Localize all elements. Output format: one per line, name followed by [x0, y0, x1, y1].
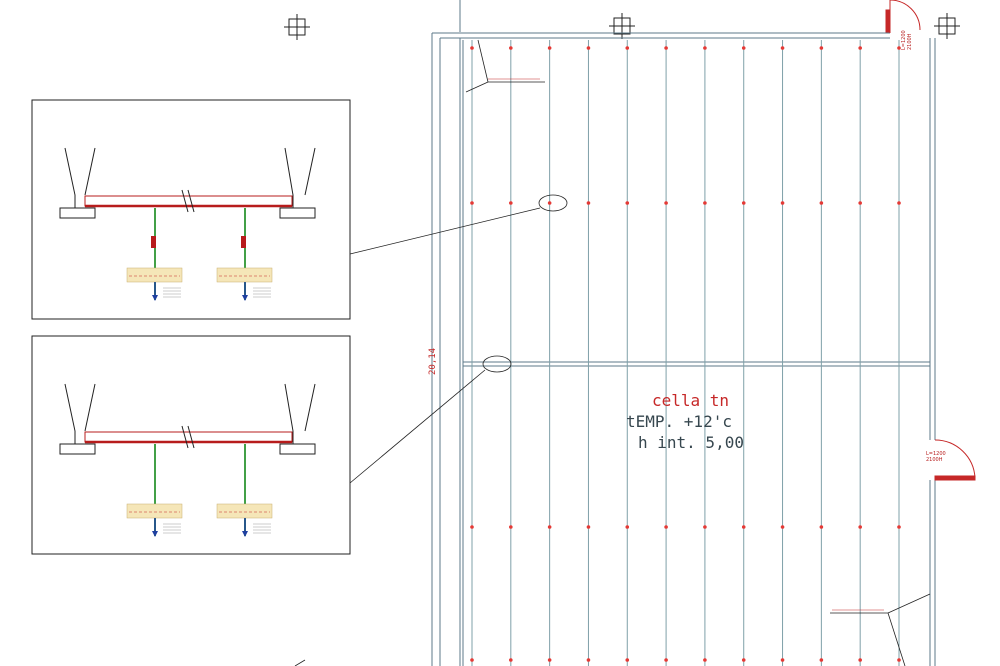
hanger-dot	[819, 525, 824, 529]
hanger-dot	[780, 658, 785, 662]
hanger-clamp	[241, 236, 246, 248]
hanger-dot	[741, 201, 746, 205]
hanger-dot	[586, 46, 591, 50]
hanger-dot	[509, 201, 513, 205]
hanger-dot	[664, 46, 668, 50]
hanger-points	[470, 46, 901, 662]
hanger-dot	[703, 525, 707, 529]
hanger-bracket	[216, 503, 273, 519]
door-top-right-size: L=1200	[901, 30, 907, 50]
hanger-dot	[858, 525, 862, 529]
break-mark	[181, 189, 195, 213]
door-right	[934, 439, 976, 481]
hanger-dot	[586, 658, 591, 662]
column-marker-3	[934, 13, 960, 39]
hanger-dot	[703, 658, 707, 662]
footing-left	[59, 207, 96, 219]
break-mark	[181, 425, 195, 449]
hanger-dot	[509, 525, 513, 529]
hanger-dot	[819, 658, 824, 662]
hanger-dot	[897, 46, 901, 50]
hanger-dot	[547, 46, 552, 50]
hanger-dot	[819, 201, 824, 205]
hanger-dot	[509, 658, 513, 662]
door-right-size: L=1200	[926, 451, 946, 457]
wall-left	[64, 383, 96, 444]
dimension-height: 20,14	[428, 348, 438, 375]
hanger-dot	[780, 46, 785, 50]
hanger-dot	[470, 525, 474, 529]
hanger-dot	[741, 46, 746, 50]
hanger-dot	[625, 658, 630, 662]
leader-note-top	[465, 39, 545, 93]
hanger-dot	[509, 46, 513, 50]
hanger-dot	[741, 658, 746, 662]
hanger-dot	[858, 201, 862, 205]
callout-leader-lower	[349, 369, 486, 484]
hanger-dot	[625, 46, 630, 50]
hanger-dot	[819, 46, 824, 50]
room-height: h int. 5,00	[638, 433, 744, 452]
leader-note-text-scribbles	[488, 78, 884, 611]
hanger-dot	[625, 201, 630, 205]
load-arrowhead	[152, 531, 158, 537]
callout-ellipse-upper	[538, 194, 568, 212]
hanger-dot	[664, 658, 668, 662]
detail-box-lower	[31, 335, 351, 555]
hanger-bracket	[126, 503, 183, 519]
load-arrowhead	[242, 295, 248, 301]
detail-box-upper	[31, 99, 351, 320]
door-right-height: 2100H	[926, 457, 943, 463]
load-arrowhead	[242, 531, 248, 537]
room-name: cella tn	[652, 391, 729, 410]
hanger-dot	[897, 658, 901, 662]
hanger-dot	[664, 525, 668, 529]
hanger-dot	[586, 201, 591, 205]
footing-left	[59, 443, 96, 455]
footing-right	[279, 443, 316, 455]
hanger-dot	[897, 201, 901, 205]
bottom-marker	[294, 659, 306, 666]
hanger-dot	[547, 525, 552, 529]
hanger-dot	[858, 46, 862, 50]
hanger-dot	[547, 201, 552, 205]
hanger-dot	[780, 201, 785, 205]
hanger-dot	[625, 525, 630, 529]
hanger-dot	[780, 525, 785, 529]
hanger-bracket	[216, 267, 273, 283]
hanger-dot	[741, 525, 746, 529]
hanger-dot	[586, 525, 591, 529]
wall-left	[64, 147, 96, 208]
hanger-clamp	[151, 236, 156, 248]
leader-note-bottom	[830, 593, 931, 666]
callout-leader-upper	[349, 207, 541, 255]
hanger-bracket	[126, 267, 183, 283]
room-walls	[431, 0, 936, 666]
hanger-dot	[897, 525, 901, 529]
column-marker-1	[284, 14, 310, 40]
callout-ellipse-lower	[482, 355, 512, 373]
footing-right	[279, 207, 316, 219]
hanger-dot	[547, 658, 552, 662]
room-temperature: tEMP. +12'c	[626, 412, 732, 431]
hanger-dot	[470, 658, 474, 662]
hanger-dot	[703, 201, 707, 205]
hanger-dot	[470, 46, 474, 50]
hanger-dot	[664, 201, 668, 205]
load-arrowhead	[152, 295, 158, 301]
hanger-dot	[470, 201, 474, 205]
wall-right	[284, 383, 316, 444]
column-marker-2	[609, 13, 635, 39]
wall-right	[284, 147, 316, 208]
door-top-right	[885, 0, 921, 33]
hanger-dot	[703, 46, 707, 50]
door-top-right-height: 2100H	[907, 33, 913, 50]
rail-lines	[471, 40, 900, 666]
hanger-dot	[858, 658, 862, 662]
